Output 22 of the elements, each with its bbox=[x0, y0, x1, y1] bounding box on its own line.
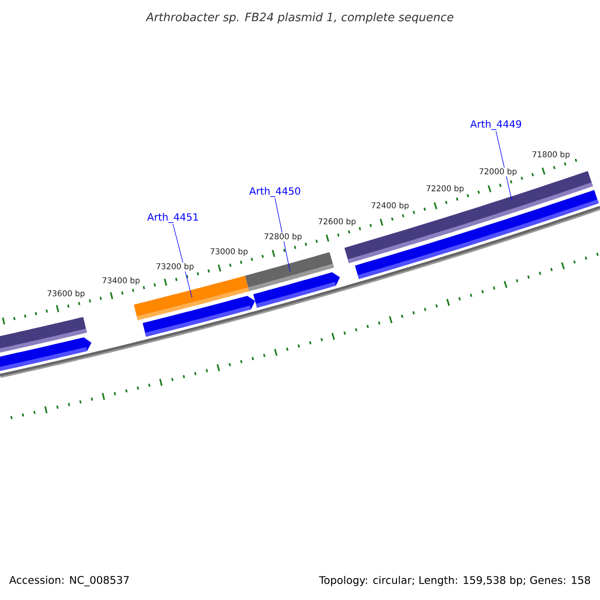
gene-feature bbox=[253, 272, 340, 308]
leader-line bbox=[274, 198, 290, 272]
gene-label: Arth_4450 bbox=[249, 187, 300, 197]
accession-text: Accession: NC_008537 bbox=[9, 576, 129, 586]
scale-label: 73600 bp bbox=[46, 290, 86, 298]
gene-feature bbox=[0, 337, 92, 372]
gene-label: Arth_4449 bbox=[470, 120, 522, 130]
gene-feature bbox=[142, 296, 256, 337]
scale-label: 72800 bp bbox=[263, 232, 303, 242]
scale-label: 72600 bp bbox=[317, 218, 357, 226]
scale-label: 71800 bp bbox=[531, 150, 571, 160]
leader-line bbox=[172, 224, 192, 298]
scale-label: 73000 bp bbox=[209, 248, 249, 256]
scale-label: 73200 bp bbox=[155, 262, 195, 272]
scale-label: 72200 bp bbox=[425, 184, 465, 194]
leader-line bbox=[496, 130, 512, 202]
title: Arthrobacter sp. FB24 plasmid 1, complete sequence bbox=[146, 12, 454, 24]
gene-label: Arth_4451 bbox=[147, 213, 198, 223]
scale-label: 72400 bp bbox=[370, 202, 410, 210]
summary-text: Topology: circular; Length: 159,538 bp; Genes: 158 bbox=[319, 576, 590, 586]
scale-label: 73400 bp bbox=[101, 276, 141, 286]
scale-label: 72000 bp bbox=[478, 168, 518, 176]
